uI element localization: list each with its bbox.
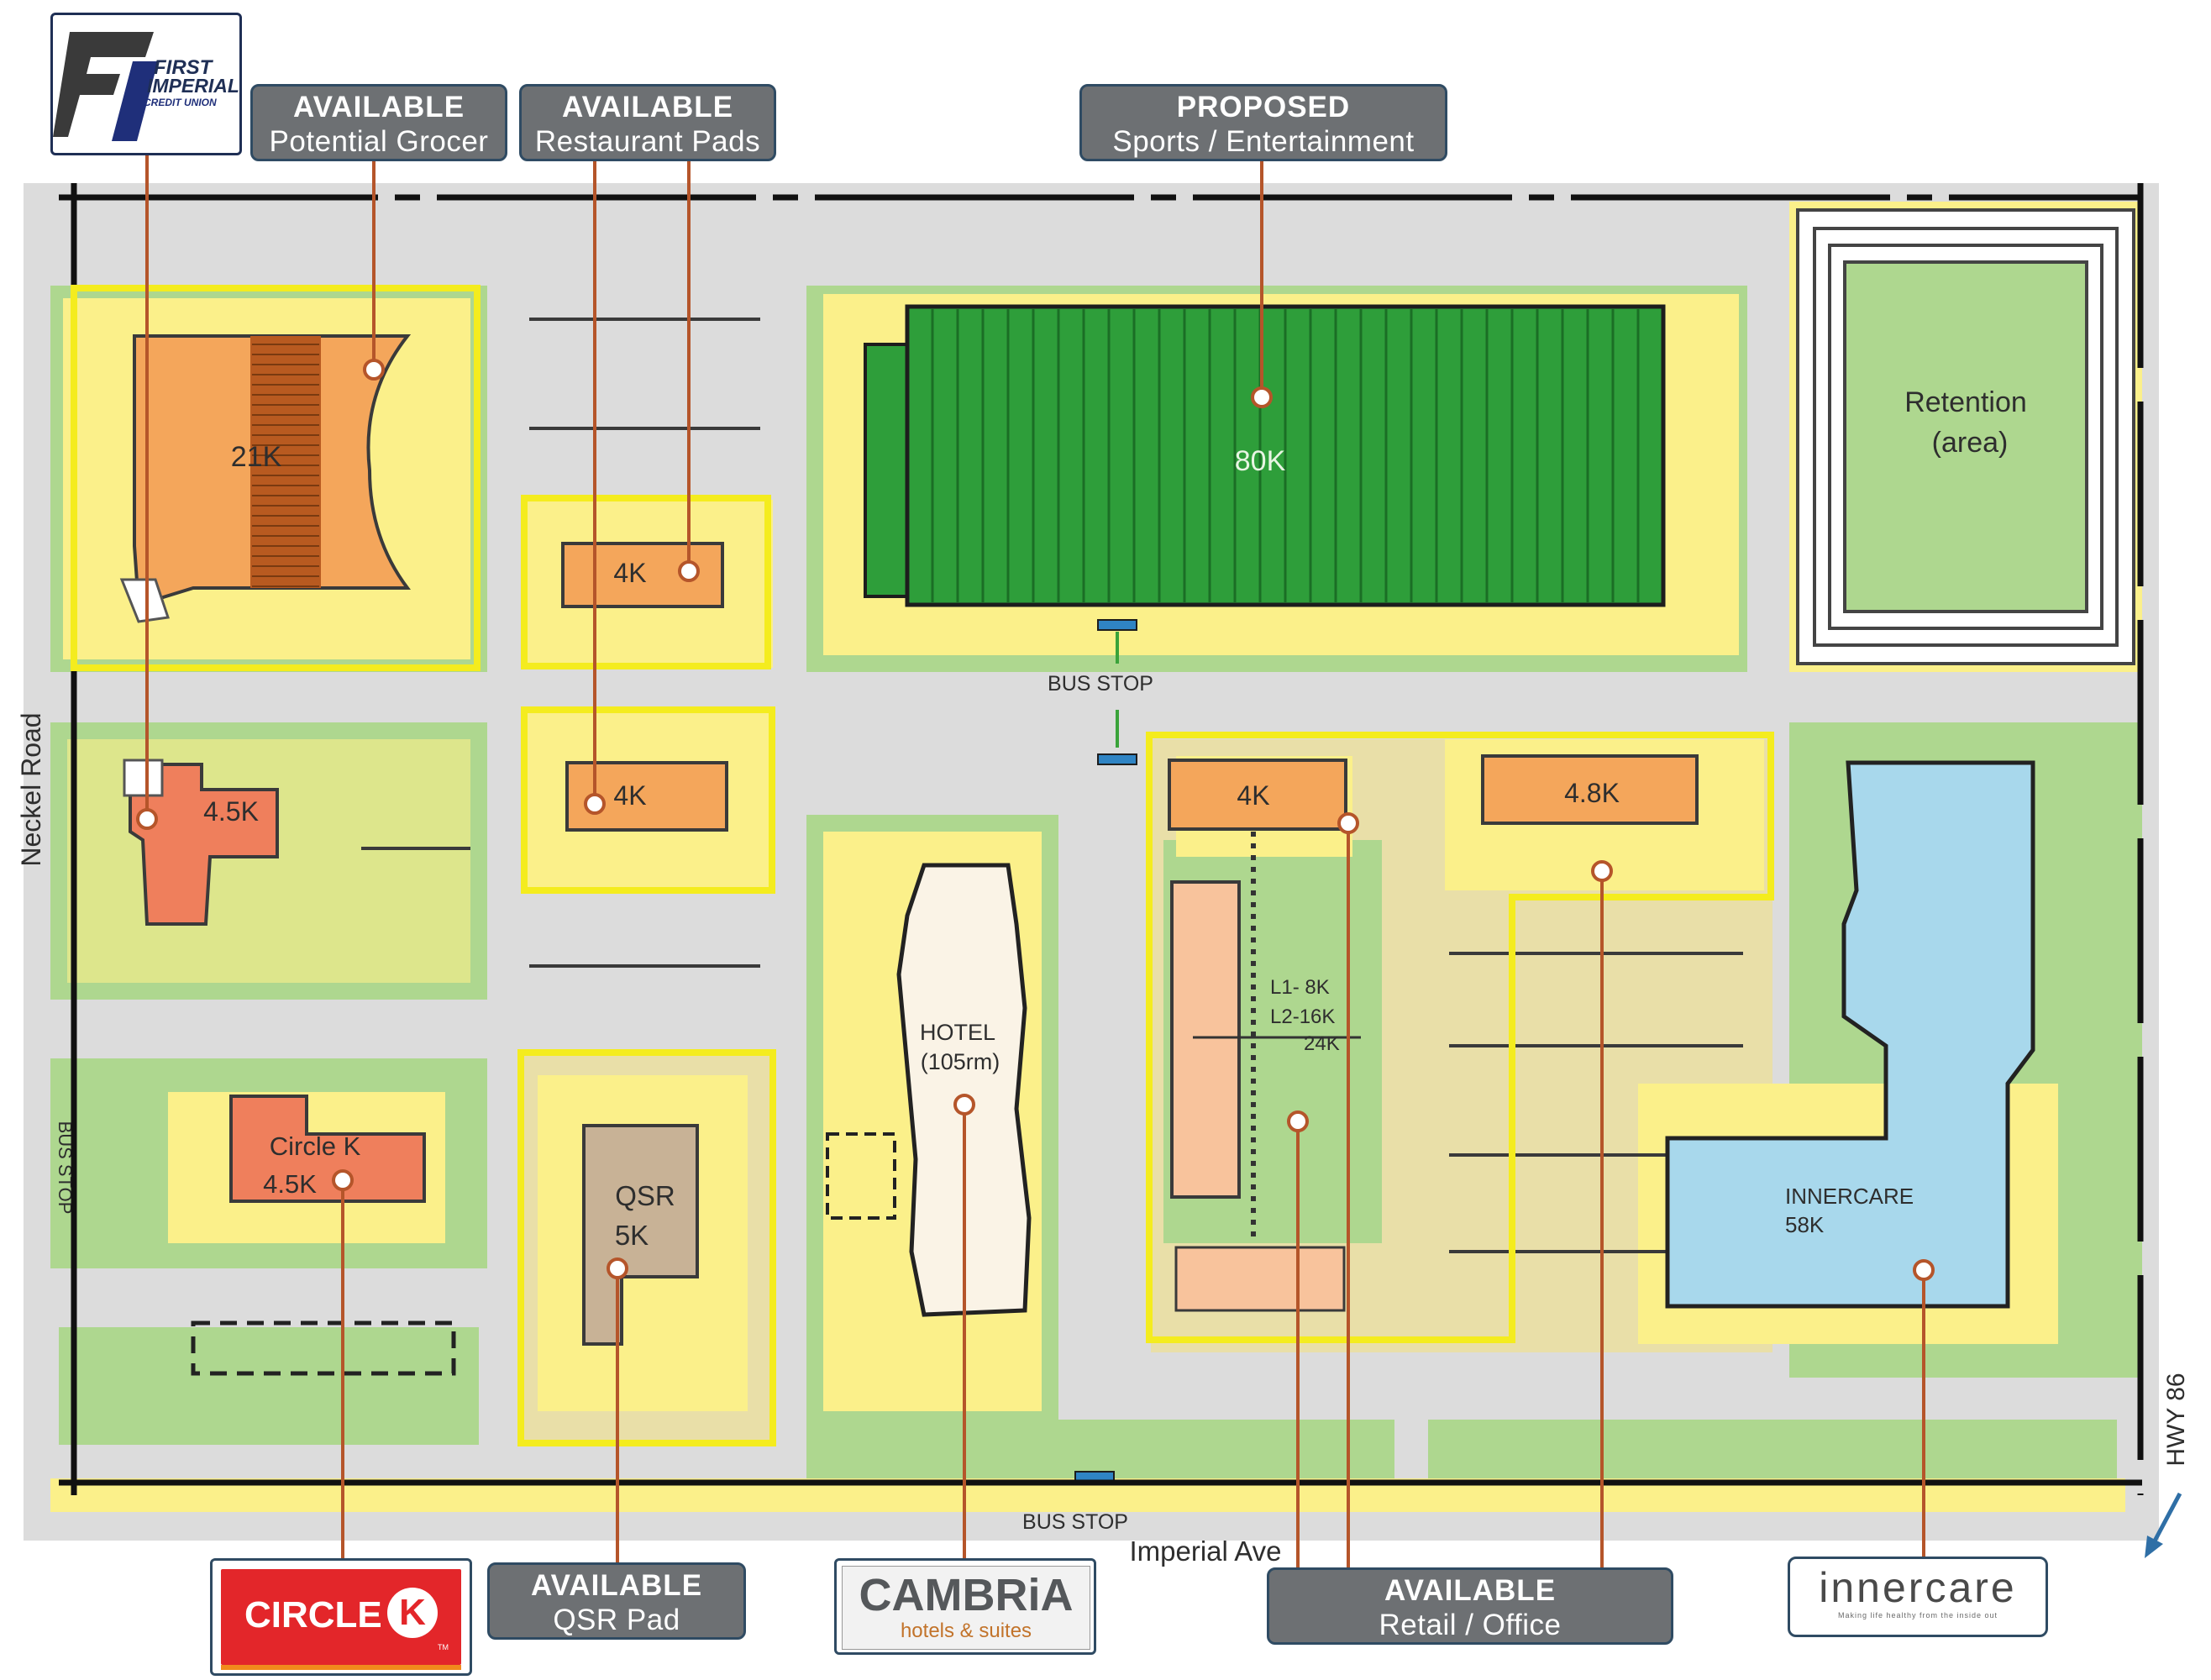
hotel-building: HOTEL (105rm)	[826, 863, 1032, 1317]
fi-line2: IMPERIAL	[147, 75, 239, 97]
office-l2-label: L2-16K	[1270, 1005, 1335, 1028]
qsr-size-label: 5K	[615, 1220, 649, 1251]
circle-k-mark-icon: K	[387, 1588, 438, 1638]
hotel-rooms-label: (105rm)	[921, 1049, 1000, 1074]
office-l1-label: L1- 8K	[1270, 976, 1330, 999]
hwy-arrow-icon	[2145, 1492, 2182, 1558]
first-imperial-logo: FIRST IMPERIAL CREDIT UNION	[50, 13, 242, 155]
fi-line3: CREDIT UNION	[144, 97, 217, 108]
sports-size-label: 80K	[1235, 445, 1286, 477]
hotel-name-label: HOTEL	[920, 1020, 995, 1045]
leader-lines	[145, 155, 1925, 1571]
cambria-logo: CAMBRiA hotels & suites	[834, 1558, 1096, 1655]
circle-k-tm: TM	[438, 1643, 449, 1651]
bus-stop-label-center: BUS STOP	[1048, 672, 1153, 696]
grocer-building: 21K	[119, 334, 412, 623]
pad-upper-size-label: 4K	[613, 558, 646, 588]
callout-restaurant-pads: AVAILABLE Restaurant Pads	[519, 84, 776, 161]
pad-lower-size-label: 4K	[613, 780, 646, 811]
circle-k-logo: CIRCLE K TM	[210, 1558, 472, 1676]
grocer-size-label: 21K	[231, 441, 282, 473]
callout-status: AVAILABLE	[530, 1569, 703, 1602]
sports-entertainment-building: 80K	[864, 304, 1666, 607]
callout-use: QSR Pad	[553, 1604, 680, 1636]
street-label-hwy-86: HWY 86	[2162, 1373, 2190, 1466]
qsr-name-label: QSR	[615, 1180, 675, 1211]
dashed-parking	[191, 1320, 456, 1376]
callout-status: AVAILABLE	[561, 91, 734, 123]
callout-status: PROPOSED	[1176, 91, 1351, 123]
callout-sports-entertainment: PROPOSED Sports / Entertainment	[1079, 84, 1447, 161]
innercare-size-label: 58K	[1785, 1212, 1825, 1237]
callout-status: AVAILABLE	[292, 91, 465, 123]
fi-line1: FIRST	[154, 56, 214, 79]
circle-k-orange-bar	[221, 1665, 461, 1670]
circle-k-wordmark: CIRCLE	[244, 1594, 382, 1635]
bank-building: 4.5K	[123, 759, 279, 926]
innercare-name-label: INNERCARE	[1785, 1184, 1914, 1209]
bus-stop-label-south: BUS STOP	[1022, 1510, 1128, 1534]
retention-sublabel: (area)	[1932, 427, 2009, 459]
callout-use: Retail / Office	[1379, 1609, 1562, 1641]
retail-a-size-label: 4K	[1237, 780, 1269, 811]
callout-potential-grocer: AVAILABLE Potential Grocer	[250, 84, 507, 161]
callout-use: Restaurant Pads	[534, 125, 761, 158]
first-imperial-mark-icon: FIRST IMPERIAL CREDIT UNION	[53, 32, 239, 141]
innercare-building: INNERCARE 58K	[1665, 760, 2035, 1309]
restaurant-pad-upper	[561, 542, 724, 608]
innercare-wordmark: innercare	[1819, 1564, 2017, 1611]
cambria-tagline: hotels & suites	[900, 1620, 1032, 1642]
office-total-label: 24K	[1304, 1032, 1340, 1055]
circle-k-building: Circle K 4.5K	[229, 1095, 426, 1203]
circle-k-red-panel: CIRCLE K TM	[221, 1569, 461, 1665]
street-label-neckel-road: Neckel Road	[16, 712, 46, 866]
circle-k-size-label: 4.5K	[263, 1169, 317, 1199]
street-label-imperial-ave: Imperial Ave	[1130, 1536, 1282, 1567]
bank-size-label: 4.5K	[203, 796, 259, 827]
callout-retail-office: AVAILABLE Retail / Office	[1267, 1567, 1673, 1645]
callout-qsr-pad: AVAILABLE QSR Pad	[487, 1562, 746, 1640]
available-highlights	[71, 285, 1774, 1446]
leader-endpoints	[136, 359, 1935, 1281]
callout-use: Potential Grocer	[269, 125, 489, 158]
cambria-panel: CAMBRiA hotels & suites	[842, 1566, 1090, 1650]
retail-office-block: 4K 4.8K L1- 8K L2-16K 24K	[1168, 754, 1699, 1312]
innercare-logo: innercare Making life healthy from the i…	[1788, 1557, 2048, 1637]
retention-label: Retention	[1904, 386, 2027, 418]
retention-area: Retention (area)	[1796, 208, 2135, 665]
circle-k-name-label: Circle K	[270, 1131, 361, 1161]
callout-status: AVAILABLE	[1384, 1574, 1557, 1607]
innercare-tagline: Making life healthy from the inside out	[1837, 1611, 1998, 1620]
retail-b-size-label: 4.8K	[1564, 778, 1620, 808]
callout-use: Sports / Entertainment	[1112, 125, 1415, 158]
cambria-wordmark: CAMBRiA	[859, 1570, 1074, 1620]
